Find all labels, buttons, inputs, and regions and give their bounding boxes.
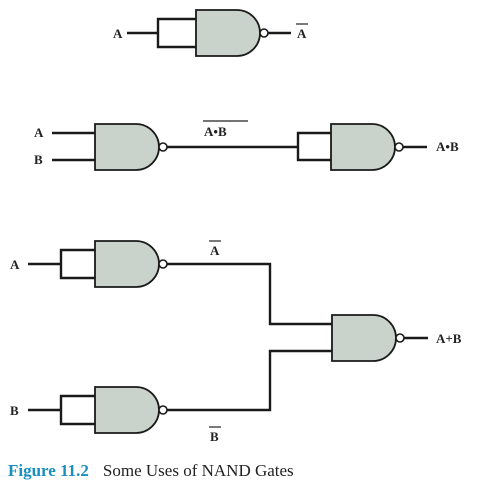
wire-g5-in	[28, 394, 96, 426]
nand-gate-2	[94, 123, 160, 171]
nand-gate-5	[94, 386, 160, 434]
wire-g4-to-g6	[167, 262, 333, 326]
label-g2-in-b: B	[34, 152, 43, 167]
figure-caption-text: Some Uses of NAND Gates	[102, 461, 294, 480]
nand-gate-1	[195, 9, 261, 57]
figure-caption: Figure 11.2 Some Uses of NAND Gates	[8, 461, 294, 481]
label-g6-out: A+B	[436, 331, 462, 346]
circuit-or: A A B B A+B	[10, 240, 462, 444]
label-g5-in: B	[10, 403, 19, 418]
circuit-inverter: A A	[113, 9, 308, 57]
wire-g5-to-g6	[167, 349, 333, 412]
nand-gate-3	[330, 123, 396, 171]
label-g2-mid: A•B	[204, 124, 227, 139]
nand-gate-4	[94, 240, 160, 288]
nand-bubble-2	[158, 142, 168, 152]
nand-bubble-6	[395, 333, 405, 343]
nand-bubble-3	[394, 142, 404, 152]
label-g4-in: A	[10, 257, 20, 272]
wire-g4-in	[28, 248, 96, 280]
label-g3-out: A•B	[436, 139, 459, 154]
figure-caption-label: Figure 11.2	[8, 461, 89, 480]
label-g1-out: A	[297, 26, 307, 41]
nand-gate-6	[331, 314, 397, 362]
wire-g1-in	[127, 17, 197, 49]
label-g5-out: B	[210, 429, 219, 444]
label-g2-in-a: A	[34, 125, 44, 140]
wire-g2-to-g3	[167, 131, 332, 162]
nand-bubble-5	[158, 405, 168, 415]
nand-bubble-1	[259, 28, 269, 38]
label-g4-out: A	[210, 243, 220, 258]
nand-bubble-4	[158, 259, 168, 269]
circuit-and: A B A•B A•B	[34, 120, 459, 171]
label-g1-in: A	[113, 26, 123, 41]
